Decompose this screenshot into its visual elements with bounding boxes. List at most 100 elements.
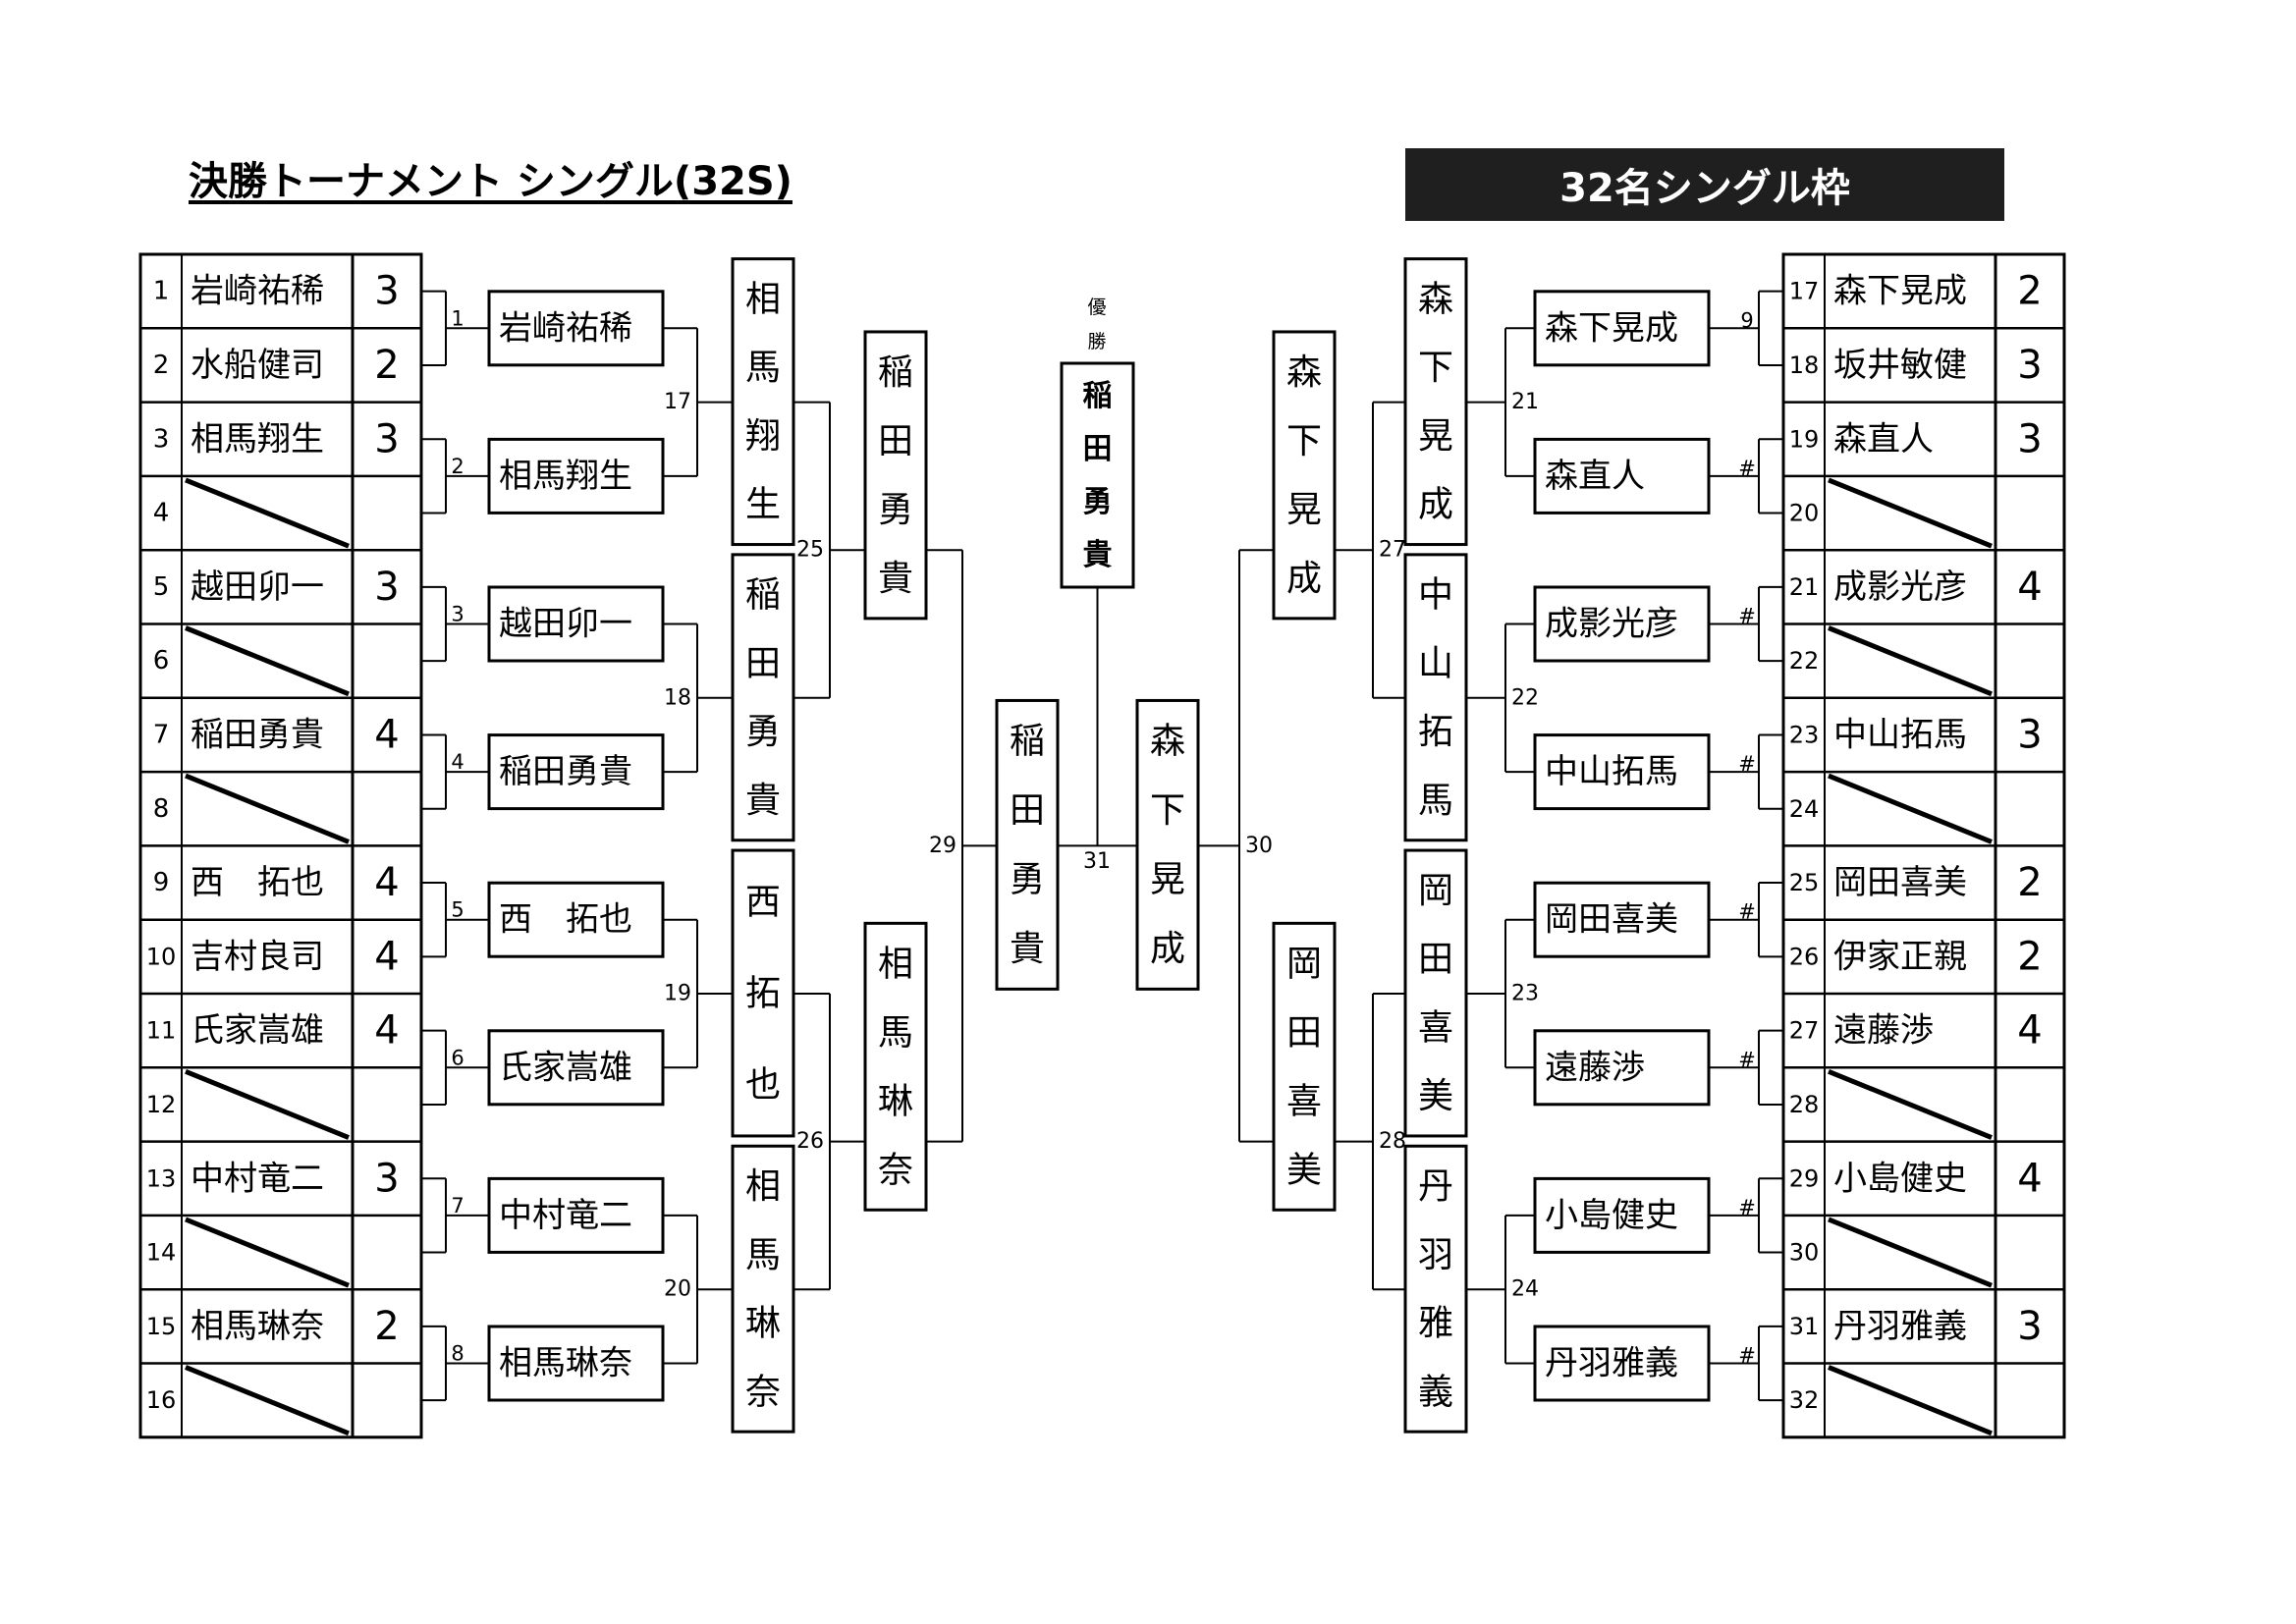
round1-player: 森直人: [1545, 457, 1645, 496]
entry-name: 越田卯一: [191, 568, 324, 607]
entry-name: 成影光彦: [1833, 568, 1967, 607]
round1-player: 岡田喜美: [1545, 900, 1678, 940]
entry-name: 中村竜二: [191, 1159, 324, 1198]
entry-seed: 6: [153, 646, 170, 676]
entry-name: 稲田勇貴: [191, 715, 324, 754]
round3-box: [1272, 330, 1337, 621]
match-number: 26: [796, 1129, 824, 1154]
round3-box: [1272, 921, 1337, 1212]
entry-name: 伊家正親: [1833, 937, 1967, 976]
round2-player: 丹羽雅義: [1418, 1166, 1453, 1412]
entry-score: 4: [374, 934, 399, 979]
entry-seed: 27: [1789, 1017, 1820, 1045]
bye-slash: [1828, 625, 1993, 697]
entry-seed: 9: [153, 868, 170, 897]
round1-player: 中村竜二: [499, 1196, 632, 1235]
bye-slash: [1828, 1217, 1993, 1288]
match-number: 18: [664, 685, 691, 710]
round3-box: [863, 330, 928, 621]
entry-seed: 5: [153, 572, 170, 602]
entry-score: 3: [374, 416, 399, 461]
round3-player: 岡田喜美: [1286, 944, 1322, 1190]
entry-score: 2: [2017, 269, 2042, 314]
bye-slash: [185, 773, 350, 844]
entry-seed: 18: [1789, 352, 1820, 379]
champion-label: 優: [1087, 297, 1106, 318]
bye-slash: [185, 477, 350, 549]
round1-player: 岩崎祐稀: [499, 308, 632, 348]
match-number: #: [1738, 1196, 1756, 1219]
entry-seed: 29: [1789, 1164, 1820, 1192]
entry-score: 2: [374, 343, 399, 388]
entry-seed: 2: [153, 351, 170, 380]
entry-seed: 31: [1789, 1313, 1820, 1340]
entry-seed: 24: [1789, 795, 1820, 823]
round1-player: 相馬翔生: [499, 457, 632, 496]
entry-seed: 32: [1789, 1386, 1820, 1414]
entry-score: 4: [374, 860, 399, 905]
round2-player: 相馬翔生: [745, 279, 781, 524]
entry-name: 相馬翔生: [191, 419, 324, 459]
entry-name: 氏家嵩雄: [191, 1011, 324, 1051]
round1-player: 遠藤渉: [1545, 1048, 1645, 1087]
match-number: #: [1738, 1344, 1756, 1368]
match-number: 20: [664, 1277, 691, 1302]
match-number: 25: [796, 538, 824, 563]
entry-name: 小島健史: [1833, 1159, 1967, 1198]
round1-player: 中山拓馬: [1545, 752, 1678, 791]
champion-name: 稲田勇貴: [1083, 379, 1113, 572]
round1-player: 丹羽雅義: [1545, 1344, 1678, 1383]
bye-slash: [185, 625, 350, 697]
match-number: #: [1738, 1048, 1756, 1071]
semifinal-player: 森下晃成: [1150, 721, 1185, 968]
entry-score: 3: [2017, 343, 2042, 388]
entry-seed: 7: [153, 720, 170, 749]
entry-seed: 8: [153, 794, 170, 824]
round3-player: 森下晃成: [1286, 352, 1322, 598]
entry-score: 3: [2017, 712, 2042, 757]
round1-player: 越田卯一: [499, 605, 632, 644]
round2-player: 岡田喜美: [1418, 870, 1453, 1115]
entry-name: 中山拓馬: [1833, 715, 1967, 754]
entry-seed: 20: [1789, 500, 1820, 527]
match-number: 3: [451, 603, 464, 626]
bye-slash: [185, 1217, 350, 1288]
entry-seed: 21: [1789, 573, 1820, 601]
match-number: 1: [451, 306, 464, 330]
entry-seed: 28: [1789, 1091, 1820, 1118]
champion-label: 勝: [1087, 331, 1106, 352]
entry-seed: 15: [146, 1313, 177, 1340]
entry-name: 森下晃成: [1833, 272, 1967, 311]
entry-seed: 23: [1789, 721, 1820, 748]
bye-slash: [1828, 773, 1993, 844]
match-number: 4: [451, 750, 464, 774]
round1-player: 西 拓也: [499, 900, 632, 940]
round2-player: 相馬琳奈: [745, 1166, 781, 1412]
bye-slash: [185, 1365, 350, 1436]
round2-player: 中山拓馬: [1418, 574, 1453, 820]
match-number: #: [1738, 605, 1756, 628]
match-number: #: [1738, 900, 1756, 924]
match-number: 22: [1511, 685, 1539, 710]
entry-score: 3: [374, 1156, 399, 1201]
entry-score: 3: [2017, 416, 2042, 461]
entry-name: 相馬琳奈: [191, 1307, 324, 1346]
match-number: 30: [1245, 834, 1273, 858]
round1-player: 小島健史: [1545, 1196, 1678, 1235]
page-title: 決勝トーナメント シングル(32S): [189, 159, 793, 204]
match-number: 23: [1511, 982, 1539, 1006]
round2-player: 稲田勇貴: [745, 574, 781, 820]
entry-score: 3: [374, 565, 399, 610]
round3-box: [863, 921, 928, 1212]
entry-score: 2: [2017, 934, 2042, 979]
match-number: 6: [451, 1046, 464, 1069]
round1-player: 相馬琳奈: [499, 1344, 632, 1383]
entry-seed: 26: [1789, 943, 1820, 970]
entry-seed: 16: [146, 1386, 177, 1414]
match-number: 17: [664, 390, 691, 414]
match-number: 8: [451, 1342, 464, 1366]
entry-score: 3: [374, 269, 399, 314]
match-number: 28: [1379, 1129, 1406, 1154]
entry-seed: 30: [1789, 1239, 1820, 1267]
